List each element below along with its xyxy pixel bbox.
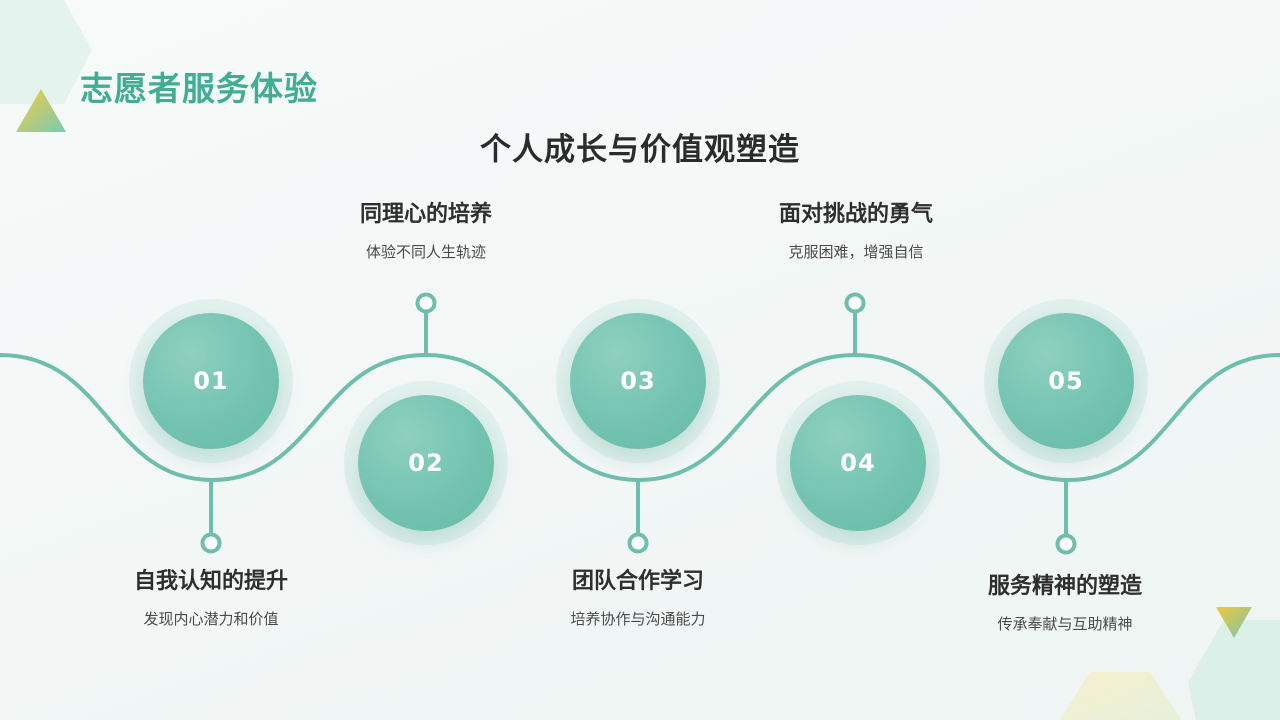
step-number-4: 04 [840,449,876,477]
step-description-5: 传承奉献与互助精神 [997,615,1133,633]
step-number-3: 03 [620,367,656,395]
step-text-3: 团队合作学习 培养协作与沟通能力 [488,563,788,629]
step-title-1: 自我认知的提升 [133,569,288,594]
main-title: 个人成长与价值观塑造 [480,132,800,168]
hexagon-bottom-right-large-shape [1188,620,1280,720]
step-title-4: 面对挑战的勇气 [778,202,933,227]
step-description-3: 培养协作与沟通能力 [570,610,706,628]
step-circle-3: 03 [570,313,706,449]
step-text-4: 面对挑战的勇气 克服困难，增强自信 [706,196,1006,262]
connector-node-2 [415,292,437,314]
connector-node-5 [1055,533,1077,555]
step-circle-1: 01 [143,313,279,449]
connector-node-4 [844,292,866,314]
connector-node-1 [200,532,222,554]
step-title-5: 服务精神的塑造 [987,574,1142,599]
step-text-1: 自我认知的提升 发现内心潜力和价值 [61,563,361,629]
triangle-bottom-right-shape [1216,607,1252,638]
hexagon-bottom-yellow-shape [1060,672,1182,720]
step-description-4: 克服困难，增强自信 [788,243,924,261]
step-circle-4: 04 [790,395,926,531]
connector-node-3 [627,532,649,554]
triangle-top-left-shape [16,89,66,132]
step-circle-5: 05 [998,313,1134,449]
step-description-1: 发现内心潜力和价值 [143,610,279,628]
step-title-2: 同理心的培养 [359,202,492,227]
step-number-5: 05 [1048,367,1084,395]
step-title-3: 团队合作学习 [571,569,704,594]
brand-title: 志愿者服务体验 [80,69,318,108]
step-text-5: 服务精神的塑造 传承奉献与互助精神 [915,568,1215,634]
step-number-1: 01 [193,367,229,395]
step-description-2: 体验不同人生轨迹 [365,243,486,261]
step-text-2: 同理心的培养 体验不同人生轨迹 [276,196,576,262]
hexagon-top-left-shape [0,0,92,104]
step-circle-2: 02 [358,395,494,531]
step-number-2: 02 [408,449,444,477]
